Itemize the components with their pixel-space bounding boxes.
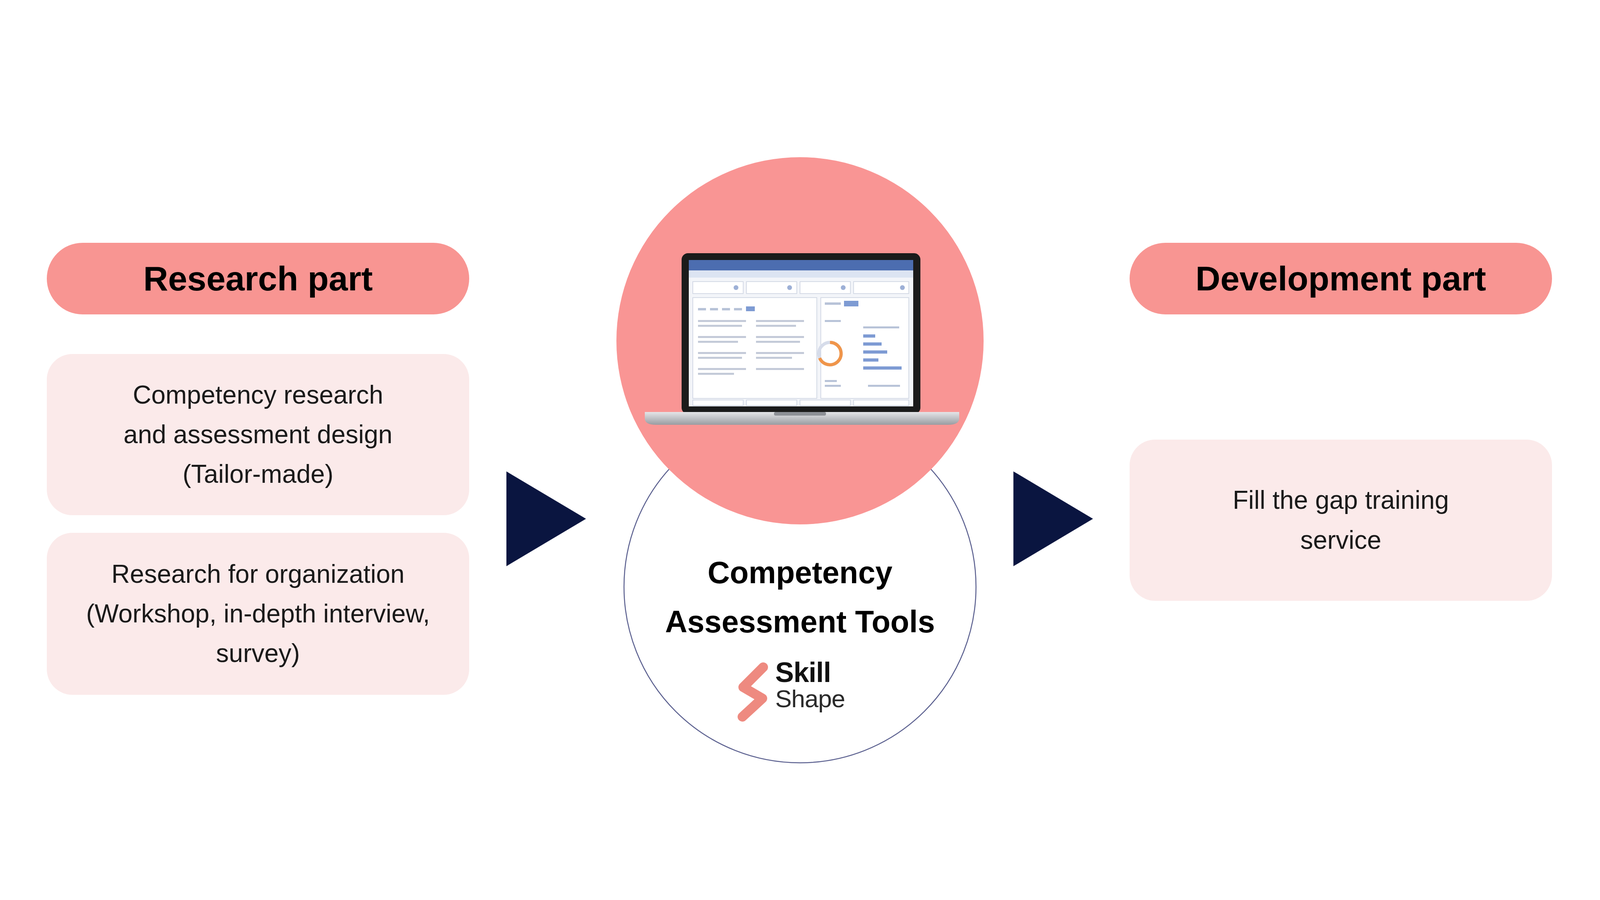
laptop-illustration <box>644 253 960 425</box>
flow-arrow <box>1013 471 1094 567</box>
section-pill: Research part <box>46 242 470 315</box>
logo-text: Shape <box>775 686 845 712</box>
section-pill: Development part <box>1129 242 1552 315</box>
heading-text: Development part <box>1140 251 1541 307</box>
heading-text: Research part <box>58 251 458 307</box>
body-text: Competency research and assessment desig… <box>114 375 402 495</box>
service-box: Fill the gap training service <box>1129 439 1552 601</box>
flow-arrow <box>506 471 586 567</box>
logo-text: Skill <box>775 658 831 687</box>
heading-text: Competency Assessment Tools <box>644 548 956 647</box>
body-text: Research for organization (Workshop, in-… <box>82 554 434 674</box>
service-box: Competency research and assessment desig… <box>46 354 470 516</box>
service-box: Research for organization (Workshop, in-… <box>46 532 470 695</box>
body-text: Fill the gap training service <box>1228 480 1453 560</box>
